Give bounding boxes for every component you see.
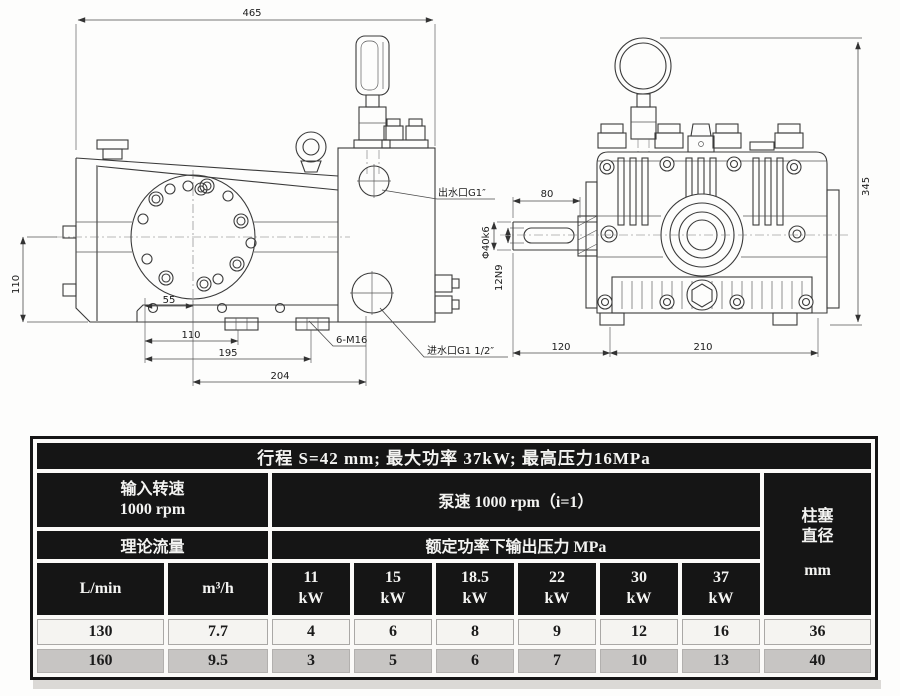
dim-80: 80 — [541, 189, 554, 200]
dim-v110: 110 — [11, 275, 22, 294]
bolt-callout: 6-M16 — [336, 335, 367, 346]
power-unit: kW — [298, 590, 324, 607]
input-speed-label: 输入转速 — [120, 481, 185, 498]
dim-210: 210 — [693, 342, 712, 353]
dim-110: 110 — [181, 330, 200, 341]
dim-55: 55 — [163, 295, 176, 306]
flow-lmin-value: 130 — [37, 619, 164, 645]
power-col-header: 18.5 kW — [436, 563, 514, 615]
oil-cap — [96, 139, 129, 160]
dim-195: 195 — [218, 348, 237, 359]
pressure-value: 5 — [354, 649, 432, 673]
flow-unit-m3h: m³/h — [168, 563, 268, 615]
flow-lmin-value: 160 — [37, 649, 164, 673]
eye-bolt — [295, 131, 327, 173]
flow-unit-lmin: L/min — [37, 563, 164, 615]
plunger-label-1: 柱塞 — [801, 508, 834, 525]
power-unit: kW — [544, 590, 570, 607]
pressure-value: 4 — [272, 619, 350, 645]
flow-m3h-value: 9.5 — [168, 649, 268, 673]
scan-shadow-strip — [33, 680, 881, 689]
engineering-drawing: 465 — [11, 8, 872, 386]
power-value: 15 — [385, 569, 401, 587]
power-value: 30 — [631, 569, 647, 587]
input-speed-value: 1000 rpm — [119, 501, 186, 518]
port-plugs — [381, 118, 429, 149]
power-col-header: 22 kW — [518, 563, 596, 615]
table-title: 行程 S=42 mm; 最大功率 37kW; 最高压力16MPa — [37, 443, 872, 469]
shaft-diameter-label: Φ40k6 — [481, 226, 492, 259]
bolt-circle — [137, 178, 257, 292]
dim-345: 345 — [861, 177, 872, 196]
pressure-value: 8 — [436, 619, 514, 645]
pump-speed-header: 泵速 1000 rpm（i=1） — [272, 473, 760, 527]
pressure-value: 16 — [682, 619, 760, 645]
pressure-value: 6 — [354, 619, 432, 645]
power-unit: kW — [708, 590, 734, 607]
pressure-value: 3 — [272, 649, 350, 673]
drive-shaft — [512, 215, 598, 257]
pressure-gauge-front — [614, 37, 672, 152]
plunger-label-2: 直径 — [801, 528, 834, 545]
power-col-header: 11 kW — [272, 563, 350, 615]
plunger-value: 40 — [764, 649, 872, 673]
plunger-diameter-header: 柱塞 直径 mm — [764, 473, 872, 615]
dim-204: 204 — [270, 371, 289, 382]
pressure-gauge-side — [353, 35, 391, 149]
power-col-header: 30 kW — [600, 563, 678, 615]
power-col-header: 37 kW — [682, 563, 760, 615]
power-value: 22 — [549, 569, 565, 587]
pressure-value: 7 — [518, 649, 596, 673]
power-value: 37 — [713, 569, 729, 587]
table-row: 160 9.5 3 5 6 7 10 13 40 — [37, 649, 872, 673]
plunger-value: 36 — [764, 619, 872, 645]
pressure-value: 9 — [518, 619, 596, 645]
dim-465: 465 — [242, 8, 261, 19]
power-col-header: 15 kW — [354, 563, 432, 615]
pressure-value: 6 — [436, 649, 514, 673]
power-unit: kW — [462, 590, 488, 607]
pressure-value: 12 — [600, 619, 678, 645]
plunger-unit: mm — [804, 562, 831, 579]
outlet-label: 出水口G1″ — [438, 186, 486, 199]
keyway-label: 12N9 — [494, 264, 505, 291]
pressure-header: 额定功率下输出压力 MPa — [272, 531, 760, 559]
pressure-value: 13 — [682, 649, 760, 673]
pump-side-view: 465 — [11, 8, 508, 386]
power-value: 11 — [303, 569, 319, 587]
inlet-label: 进水口G1 1/2″ — [427, 345, 494, 357]
pressure-value: 10 — [600, 649, 678, 673]
power-unit: kW — [626, 590, 652, 607]
dim-120: 120 — [551, 342, 570, 353]
spec-table: 行程 S=42 mm; 最大功率 37kW; 最高压力16MPa 输入转速 10… — [30, 436, 884, 689]
flow-m3h-value: 7.7 — [168, 619, 268, 645]
table-row: 130 7.7 4 6 8 9 12 16 36 — [37, 619, 872, 645]
input-speed-header: 输入转速 1000 rpm — [37, 473, 268, 527]
flow-header: 理论流量 — [37, 531, 268, 559]
power-value: 18.5 — [461, 569, 489, 587]
pump-front-view: 80 Φ40k6 12N9 345 120 210 — [481, 37, 872, 357]
valve-caps — [597, 123, 804, 153]
power-unit: kW — [380, 590, 406, 607]
